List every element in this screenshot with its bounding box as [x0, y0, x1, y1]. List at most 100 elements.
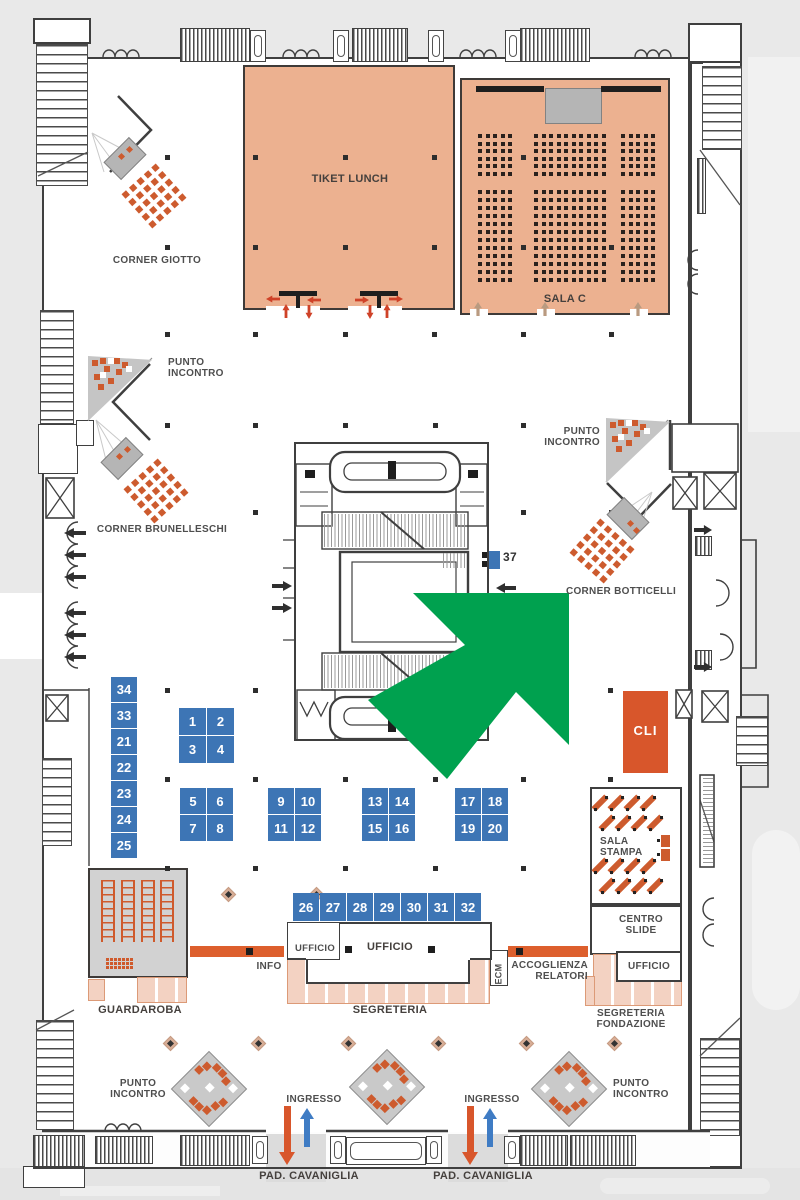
- label-guardaroba: GUARDAROBA: [98, 1004, 182, 1016]
- booth-6[interactable]: 6: [207, 788, 233, 814]
- column-marker: [165, 155, 170, 160]
- column-marker: [253, 688, 258, 693]
- booth-11[interactable]: 11: [268, 815, 294, 841]
- bin-marker: [118, 962, 121, 965]
- booth-21[interactable]: 21: [111, 729, 137, 754]
- booth-22[interactable]: 22: [111, 755, 137, 780]
- sala-c-seat: [478, 190, 482, 194]
- booth-37-label: 37: [503, 550, 517, 564]
- sala-c-seat: [651, 254, 655, 258]
- sala-c-seat: [636, 214, 640, 218]
- booth-25[interactable]: 25: [111, 833, 137, 858]
- sala-c-seat: [478, 262, 482, 266]
- vent-bottom-1: [95, 1136, 153, 1164]
- booth-7[interactable]: 7: [180, 815, 206, 841]
- sala-c-seat: [486, 142, 490, 146]
- sala-c-seat: [579, 164, 583, 168]
- booth-19[interactable]: 19: [455, 815, 481, 841]
- press-chair: [653, 859, 656, 862]
- sala-c-seat: [534, 238, 538, 242]
- booth-13[interactable]: 13: [362, 788, 388, 814]
- sala-c-seat: [621, 238, 625, 242]
- booth-9[interactable]: 9: [268, 788, 294, 814]
- entrance-shade-left: [266, 1134, 326, 1182]
- booth-20[interactable]: 20: [482, 815, 508, 841]
- sala-c-seat: [549, 134, 553, 138]
- booth-4[interactable]: 4: [207, 736, 234, 763]
- booth-1[interactable]: 1: [179, 708, 206, 735]
- sala-c-seat: [478, 206, 482, 210]
- booth-10[interactable]: 10: [295, 788, 321, 814]
- direction-arrow-small: [355, 296, 369, 304]
- press-chair: [633, 828, 636, 831]
- booth-28[interactable]: 28: [347, 893, 373, 921]
- outside-shape: [60, 1186, 220, 1196]
- press-chair: [594, 871, 597, 874]
- booth-18[interactable]: 18: [482, 788, 508, 814]
- booth-23[interactable]: 23: [111, 781, 137, 806]
- sala-c-seat: [594, 214, 598, 218]
- booth-33[interactable]: 33: [111, 703, 137, 728]
- label-line: PUNTO: [119, 1078, 157, 1089]
- sala-c-seat: [564, 198, 568, 202]
- sala-c-seat: [651, 278, 655, 282]
- label-ingresso-left: INGRESSO: [286, 1094, 342, 1105]
- direction-arrow-small: [305, 305, 313, 319]
- outside-curve-right: [752, 830, 800, 1010]
- outside-band-right: [748, 57, 800, 432]
- booth-3[interactable]: 3: [179, 736, 206, 763]
- booth-31[interactable]: 31: [428, 893, 454, 921]
- ingresso-enter-arrow-head: [483, 1108, 497, 1119]
- meeting-table-white: [100, 372, 106, 378]
- booth-27[interactable]: 27: [320, 893, 346, 921]
- booth-2[interactable]: 2: [207, 708, 234, 735]
- booth-34[interactable]: 34: [111, 677, 137, 702]
- booth-14[interactable]: 14: [389, 788, 415, 814]
- sala-c-seat: [621, 157, 625, 161]
- booth-12[interactable]: 12: [295, 815, 321, 841]
- booth-15[interactable]: 15: [362, 815, 388, 841]
- label-info: INFO: [256, 961, 282, 972]
- sala-c-seat: [557, 190, 561, 194]
- booth-32[interactable]: 32: [455, 893, 481, 921]
- sala-c-seat: [602, 164, 606, 168]
- room-tiket-lunch: [243, 65, 455, 310]
- sala-c-seat: [579, 214, 583, 218]
- meeting-table: [108, 378, 114, 384]
- booth-37-marker[interactable]: [489, 551, 500, 569]
- door-top-3: [428, 30, 444, 62]
- sala-c-seat: [621, 172, 625, 176]
- booth-5[interactable]: 5: [180, 788, 206, 814]
- booth-30[interactable]: 30: [401, 893, 427, 921]
- sala-c-seat: [557, 270, 561, 274]
- sala-c-seat: [587, 172, 591, 176]
- label-ingresso-right: INGRESSO: [464, 1094, 520, 1105]
- sala-c-seat: [557, 134, 561, 138]
- sala-c-seat: [493, 254, 497, 258]
- booth-29[interactable]: 29: [374, 893, 400, 921]
- column-marker: [609, 332, 614, 337]
- booth-26[interactable]: 26: [293, 893, 319, 921]
- sala-c-seat: [644, 214, 648, 218]
- sala-c-seat: [486, 262, 490, 266]
- sala-c-seat: [549, 246, 553, 250]
- booth-8[interactable]: 8: [207, 815, 233, 841]
- direction-arrow-small: [64, 630, 86, 640]
- sala-c-seat: [557, 246, 561, 250]
- sala-c-seat: [478, 134, 482, 138]
- press-chair: [642, 871, 645, 874]
- sala-c-seat: [508, 142, 512, 146]
- bin-marker: [122, 962, 125, 965]
- booth-17[interactable]: 17: [455, 788, 481, 814]
- meeting-table: [640, 424, 646, 430]
- press-chair: [626, 808, 629, 811]
- sala-c-seat: [587, 230, 591, 234]
- booth-16[interactable]: 16: [389, 815, 415, 841]
- sala-c-seat: [572, 238, 576, 242]
- booth-24[interactable]: 24: [111, 807, 137, 832]
- sala-c-seat: [557, 142, 561, 146]
- door-top-2: [333, 30, 349, 62]
- sala-c-seat: [493, 164, 497, 168]
- sala-c-seat: [534, 214, 538, 218]
- elevator-cross: [672, 476, 698, 510]
